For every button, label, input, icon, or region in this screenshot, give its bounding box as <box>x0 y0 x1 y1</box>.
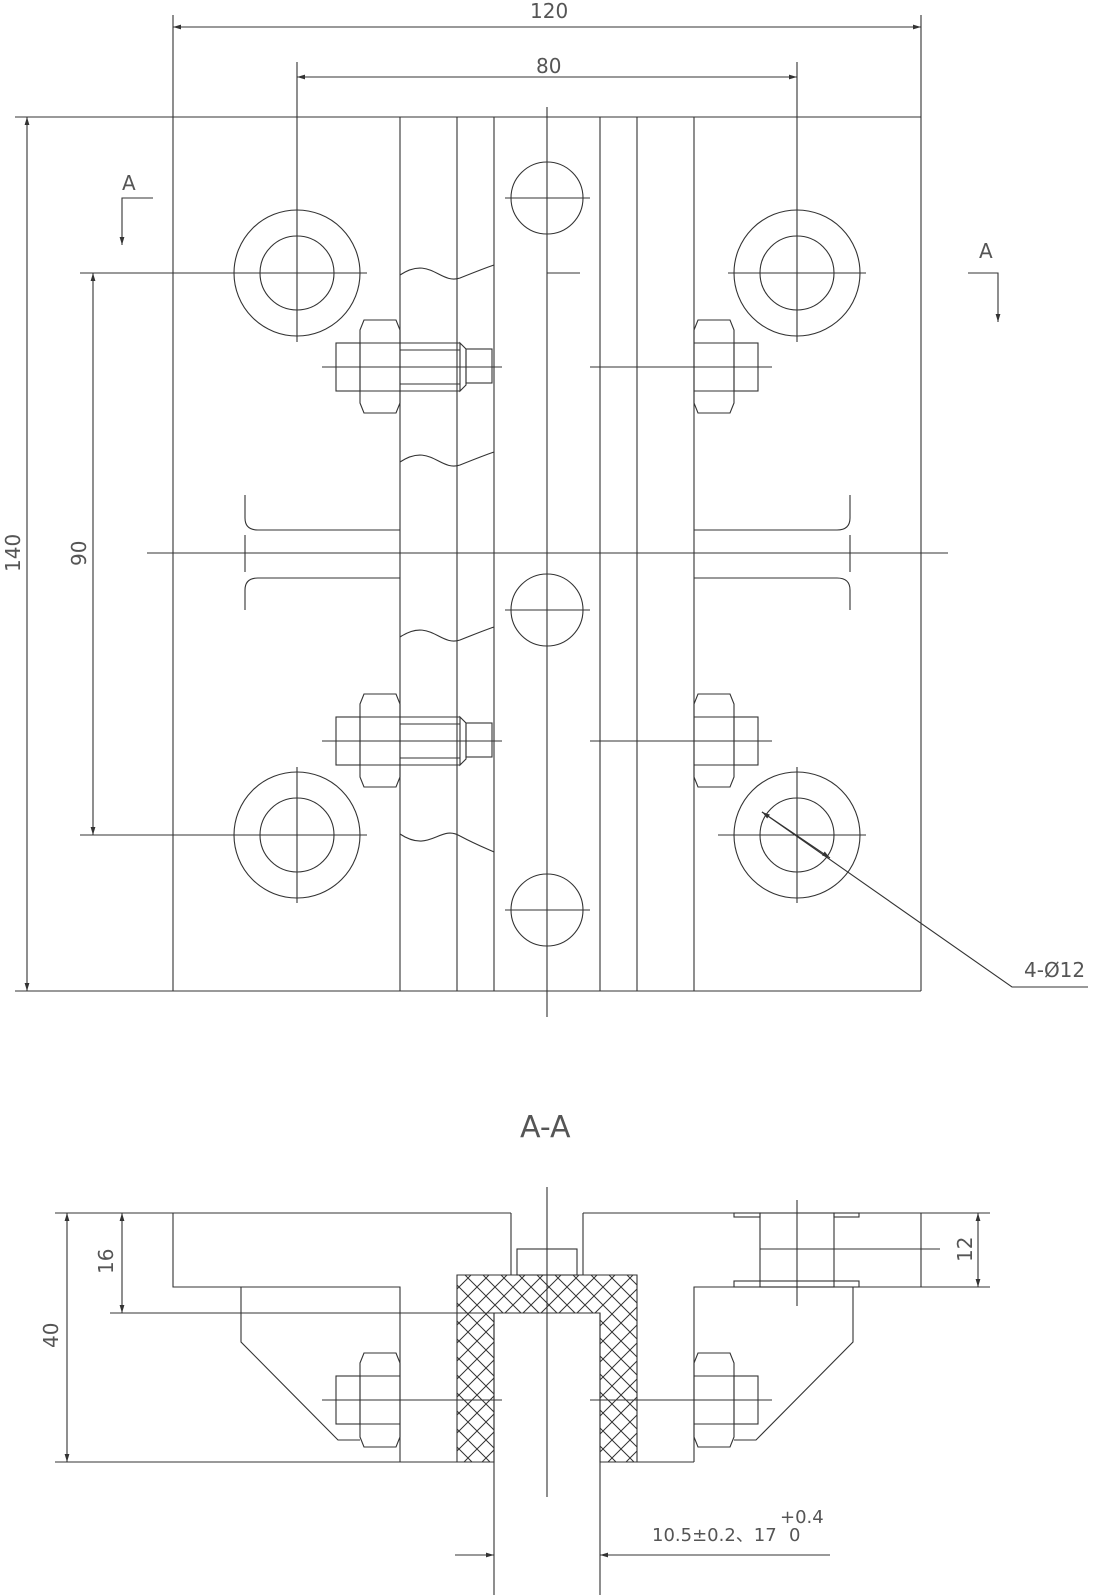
dim-section-depth: 40 <box>39 1323 63 1348</box>
top-view: A A 120 80 140 90 4-Ø12 <box>1 0 1088 1017</box>
dim-tol-lower: 0 <box>789 1525 800 1546</box>
slot-features <box>244 495 851 610</box>
section-marker-label: A <box>122 171 136 195</box>
dim-holes-callout: 4-Ø12 <box>1024 958 1085 982</box>
dim-hole-spacing-x: 80 <box>536 54 561 78</box>
section-marker-right: A <box>968 239 1001 322</box>
section-marker-label: A <box>979 239 993 263</box>
section-marker-left: A <box>119 171 153 245</box>
dim-height: 140 <box>1 534 25 572</box>
section-title: A-A <box>520 1110 571 1145</box>
dim-hole-spacing-y: 90 <box>67 541 91 566</box>
dim-width: 120 <box>530 0 568 23</box>
section-view: 40 16 12 10.5±0.2、17 +0.4 0 <box>39 1187 990 1595</box>
mounting-holes <box>228 205 866 903</box>
hatched-insert <box>456 1274 638 1463</box>
dim-tol-upper: +0.4 <box>780 1507 824 1528</box>
dim-section-plate: 12 <box>953 1237 977 1262</box>
bolts <box>321 319 773 788</box>
dim-section-step: 16 <box>94 1249 118 1274</box>
pin-holes <box>505 161 590 947</box>
break-lines <box>399 264 495 853</box>
dim-slot-width: 10.5±0.2、17 <box>652 1525 777 1546</box>
